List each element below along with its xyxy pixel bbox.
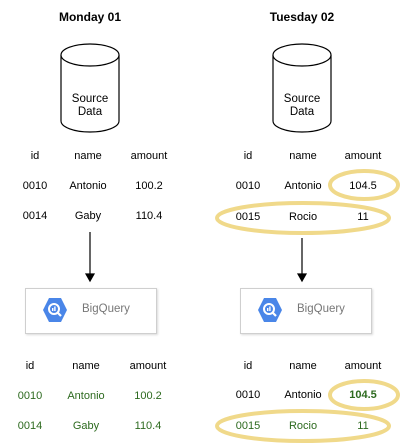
bigquery-box-left: BigQuery [25,288,157,334]
right-header-name: name [289,150,317,162]
right-bq-header-name: name [289,360,317,372]
right-bq-row2-name: Rocio [288,420,318,432]
right-row1-name: Antonio [284,180,322,192]
left-header-amount: amount [130,150,168,162]
left-bq-row1-id: 0010 [17,390,43,402]
left-row2-id: 0014 [22,210,48,222]
left-bq-row1-name: Antonio [67,390,105,402]
left-row1-name: Antonio [69,180,107,192]
bigquery-label-right: BigQuery [297,303,345,315]
source-data-label-right: Source Data [283,93,321,118]
bigquery-icon [258,298,282,322]
left-row1-id: 0010 [22,180,48,192]
highlight-bq-amount-104-5 [328,379,400,411]
right-bq-header-id: id [243,360,253,372]
source-data-cylinder-right [272,43,332,133]
right-bq-row1-id: 0010 [235,389,261,401]
left-row2-amount: 110.4 [135,210,163,222]
left-header-id: id [30,150,40,162]
right-bq-row2-amount: 11 [357,420,369,432]
right-header-id: id [243,150,253,162]
right-row2-id: 0015 [235,211,261,223]
right-row1-amount: 104.5 [349,180,377,192]
left-bq-row1-amount: 100.2 [134,390,162,402]
right-row2-amount: 11 [357,211,369,223]
arrow-right [296,238,308,283]
bigquery-label-left: BigQuery [82,303,130,315]
left-row1-amount: 100.2 [135,180,163,192]
left-bq-header-amount: amount [129,360,167,372]
right-bq-header-amount: amount [344,360,382,372]
right-bq-row2-id: 0015 [235,420,261,432]
source-data-cylinder-left [60,43,120,133]
highlight-amount-104-5 [328,169,400,201]
left-bq-header-id: id [25,360,35,372]
left-bq-header-name: name [72,360,100,372]
highlight-bq-row-0015 [215,409,391,443]
tuesday-heading: Tuesday 02 [269,10,335,24]
right-row1-id: 0010 [235,180,261,192]
right-bq-row1-name: Antonio [284,389,322,401]
source-data-label-left: Source Data [71,93,109,118]
right-row2-name: Rocio [288,211,318,223]
left-bq-row2-id: 0014 [17,420,43,432]
bigquery-icon [43,298,67,322]
right-bq-row1-amount: 104.5 [349,389,377,401]
left-row2-name: Gaby [74,210,102,222]
left-bq-row2-name: Gaby [72,420,100,432]
bigquery-box-right: BigQuery [240,288,372,334]
left-bq-row2-amount: 110.4 [134,420,162,432]
arrow-left [84,232,96,283]
right-header-amount: amount [344,150,382,162]
highlight-row-0015 [215,201,391,235]
monday-heading: Monday 01 [58,10,121,24]
left-header-name: name [74,150,102,162]
